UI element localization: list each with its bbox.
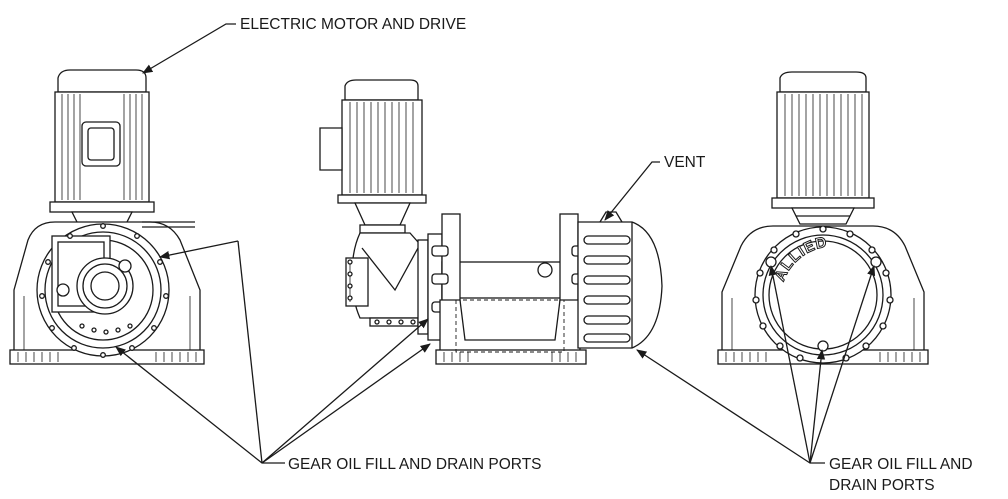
left-drum-end — [36, 223, 170, 358]
right-ports-leader-4 — [809, 265, 876, 464]
center-gearbox — [345, 232, 443, 341]
right-ports-leader-2 — [768, 264, 811, 464]
right-end-view: ALLIED — [717, 71, 929, 365]
center-side-view — [319, 79, 663, 365]
motor-leader — [142, 23, 236, 74]
left-ports-leader-3 — [158, 240, 239, 260]
vent-label: VENT — [664, 154, 706, 171]
right-ports-leader-3 — [809, 348, 826, 464]
left-end-view — [9, 69, 205, 365]
callout-leaders — [115, 23, 876, 464]
right-ports-leader-1 — [636, 349, 825, 464]
left-motor — [49, 69, 155, 233]
center-motor — [319, 79, 427, 234]
center-ports-leader-2 — [261, 318, 429, 464]
center-ports-label: GEAR OIL FILL AND DRAIN PORTS — [288, 456, 542, 473]
motor-label: ELECTRIC MOTOR AND DRIVE — [240, 16, 466, 33]
center-ports-leader-1 — [261, 343, 431, 464]
right-motor — [771, 71, 875, 225]
right-ports-label-line2: DRAIN PORTS — [829, 477, 935, 494]
left-ports-leader-2 — [237, 240, 263, 464]
right-ports-label-line1: GEAR OIL FILL AND — [829, 456, 973, 473]
right-gear-cover — [752, 225, 894, 364]
center-finned-housing — [577, 211, 663, 349]
vent-leader — [604, 161, 660, 221]
center-drum-frame — [431, 213, 589, 365]
